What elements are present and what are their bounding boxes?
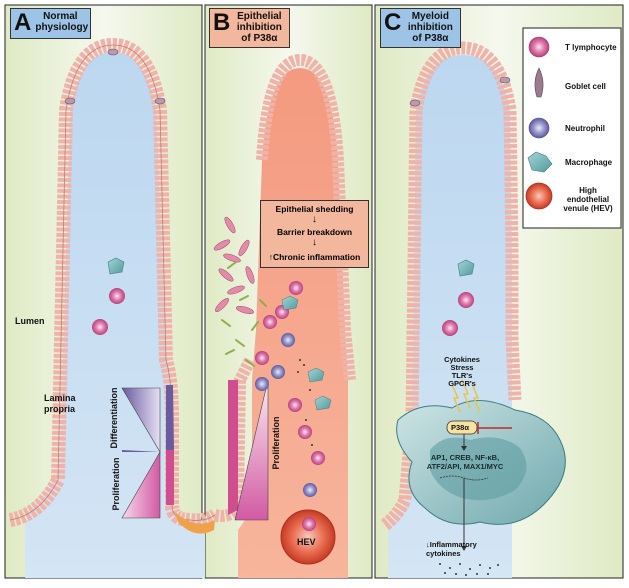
legend-label-goblet-cell: Goblet cell [565,82,606,91]
inflammation-cascade-box: Epithelial shedding ↓ Barrier breakdown … [260,200,369,268]
p38-label: P38α [451,423,469,432]
neutrophil-icon [528,117,550,139]
transcription-factors-label: AP1, CREB, NF-κB, ATF2/API, MAX1/MYC [426,453,504,471]
legend-label-hev: High endothelial venule (HEV) [563,186,613,213]
panel-b-tag: B Epithelial inhibition of P38α [209,8,291,48]
panel-c-villus [380,41,566,578]
panel-b-title: Epithelial inhibition of P38α [236,11,282,44]
t-cell [109,288,125,304]
panel-a-villus [8,37,220,578]
down-arrow-icon: ↓ [426,540,430,549]
p38-box [446,420,478,435]
hev-icon [525,182,553,210]
inflammatory-cytokines-label: ↓Inflammatory cytokines [426,540,477,558]
arrow-down-icon: ↓ [312,237,317,248]
stimulus-cytokines: Cytokines [444,355,480,364]
shed-cells [213,216,255,314]
proliferation-label-b: Proliferation [271,416,281,470]
hev-label: HEV [297,537,316,547]
panel-a-title: Normal physiology [35,11,89,33]
panel-a-letter: A [14,9,32,36]
arrow-down-icon: ↓ [312,214,317,225]
stimulus-gpcr: GPCR's [448,379,476,388]
legend-label-neutrophil: Neutrophil [565,124,605,133]
panel-c-tag: C Myeloid inhibition of P38α [380,8,462,48]
legend-label-macrophage: Macrophage [565,158,613,167]
stimulus-tlr: TLR's [451,371,473,380]
stimuli-label: Cytokines Stress TLR's GPCR's [432,356,492,388]
panel-c-letter: C [384,9,402,36]
chronic-inflammation-label: ↑Chronic inflammation [268,252,361,262]
up-arrow-icon: ↑ [268,252,273,262]
bacteria [221,261,267,367]
barrier-breakdown-label: Barrier breakdown [276,227,353,237]
panel-c-title: Myeloid inhibition of P38α [407,11,453,44]
panel-b-villus [213,53,356,578]
proliferation-label-a: Proliferation [111,457,121,511]
goblet-cell-icon [534,67,544,98]
panel-b-letter: B [213,9,231,36]
t-cell [92,319,108,335]
epithelial-shedding-label: Epithelial shedding [275,204,354,214]
panel-a-tag: A Normal physiology [10,8,92,39]
lumen-label: Lumen [15,316,45,326]
t-lymphocyte-icon [528,36,550,58]
hev-vessel [280,509,336,565]
lamina-propria-label: Lamina propria [44,393,76,414]
macrophage-icon [527,151,553,173]
stimulus-stress: Stress [450,363,474,372]
legend-label-t-lymphocyte: T lymphocyte [565,43,617,52]
macrophage-cell [107,257,125,275]
